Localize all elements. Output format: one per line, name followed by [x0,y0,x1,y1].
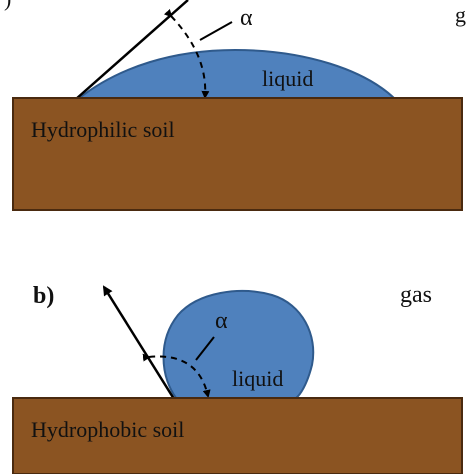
liquid-droplet-flat [75,48,398,100]
angle-symbol-b: α [215,308,228,334]
gas-label-b: gas [400,282,432,308]
contact-angle-arc-b [142,353,211,398]
panel-a-label-fragment: ) [4,0,11,11]
panel-a: ) g liquid α Hydrophilic soil [4,0,466,211]
angle-symbol-a: α [240,5,253,31]
hydrophilic-soil-block [12,97,463,211]
hydrophobic-soil-block [12,397,463,474]
liquid-label-a: liquid [262,66,313,91]
liquid-label-b: liquid [232,366,283,391]
angle-leader-a [199,21,233,41]
contact-angle-arc-a [163,8,210,99]
panel-b: b) gas liquid α Hydrophobic soil [12,282,463,474]
hydrophilic-soil-label: Hydrophilic soil [31,117,175,142]
hydrophobic-soil-label: Hydrophobic soil [31,417,184,442]
angle-leader-b [195,336,215,361]
contact-tangent-arrow-b [102,285,176,400]
panel-a-gas-label-fragment: g [455,2,466,27]
panel-b-label: b) [33,283,54,309]
